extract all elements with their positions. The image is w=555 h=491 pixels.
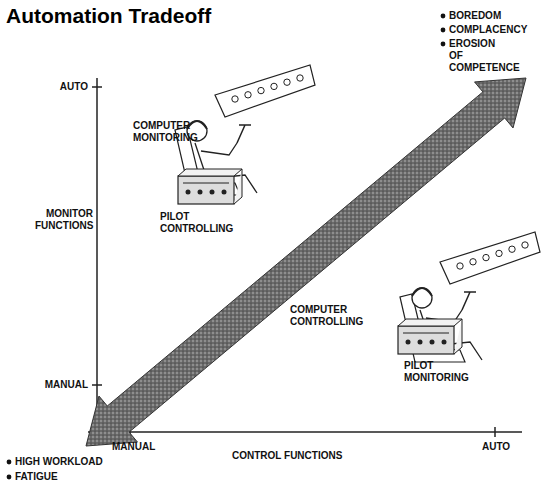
instrument-dial (470, 259, 476, 265)
role-label: COMPUTER MONITORING (133, 120, 213, 144)
computer-strip (183, 183, 229, 184)
instrument-dial (457, 263, 463, 269)
role-label: COMPUTER CONTROLLING (290, 304, 370, 328)
axis-label: AUTO (482, 441, 510, 453)
computer-knob (442, 340, 447, 345)
instrument-dial (522, 242, 528, 248)
instrument-dial (297, 75, 303, 81)
computer-knob (198, 190, 203, 195)
control-yoke (462, 292, 476, 310)
pilot-monitoring-figure (398, 232, 540, 362)
consequence-text: FATIGUE (15, 471, 58, 483)
instrument-dial (496, 250, 502, 256)
computer-strip (403, 333, 449, 334)
axis-label: MANUAL (45, 379, 88, 391)
role-label: PILOT MONITORING (404, 360, 484, 384)
title: Automation Tradeoff (6, 4, 211, 28)
instrument-dial (483, 254, 489, 260)
computer-box (178, 176, 234, 204)
computer-knob (418, 340, 423, 345)
computer-box-top (398, 319, 462, 354)
y-axis (96, 78, 98, 442)
instrument-dial (509, 246, 515, 252)
axis-tick (92, 384, 102, 386)
instrument-dial (232, 96, 238, 102)
instrument-panel (440, 232, 540, 284)
bullet (441, 28, 446, 33)
instrument-dial (258, 87, 264, 93)
instrument-dial (245, 92, 251, 98)
consequence-text: HIGH WORKLOAD (15, 456, 103, 468)
computer-knob (406, 340, 411, 345)
instrument-dial (284, 79, 290, 85)
axis-title: MONITOR FUNCTIONS (35, 208, 93, 232)
bullet (7, 475, 12, 480)
computer-knob (186, 190, 191, 195)
instrument-panel (215, 65, 315, 117)
computer-box-top (178, 169, 242, 204)
bullet (441, 14, 446, 19)
axis-tick (92, 86, 102, 88)
bullet (441, 42, 446, 47)
pilot-headset (412, 288, 432, 296)
computer-knob (430, 340, 435, 345)
pilot-head (412, 288, 432, 308)
axis-title: CONTROL FUNCTIONS (232, 450, 342, 462)
computer-knob (222, 190, 227, 195)
x-axis (88, 431, 522, 433)
bullet (7, 460, 12, 465)
axis-tick (494, 427, 496, 437)
consequence-text: COMPLACENCY (449, 24, 527, 36)
instrument-dial (271, 83, 277, 89)
consequence-text: BOREDOM (449, 10, 501, 22)
axis-label: AUTO (60, 81, 88, 93)
role-label: PILOT CONTROLLING (160, 211, 240, 235)
computer-box (398, 326, 454, 354)
computer-knob (210, 190, 215, 195)
consequence-text: EROSION OF COMPETENCE (449, 38, 511, 74)
control-yoke (237, 125, 251, 143)
axis-label: MANUAL (112, 441, 155, 453)
